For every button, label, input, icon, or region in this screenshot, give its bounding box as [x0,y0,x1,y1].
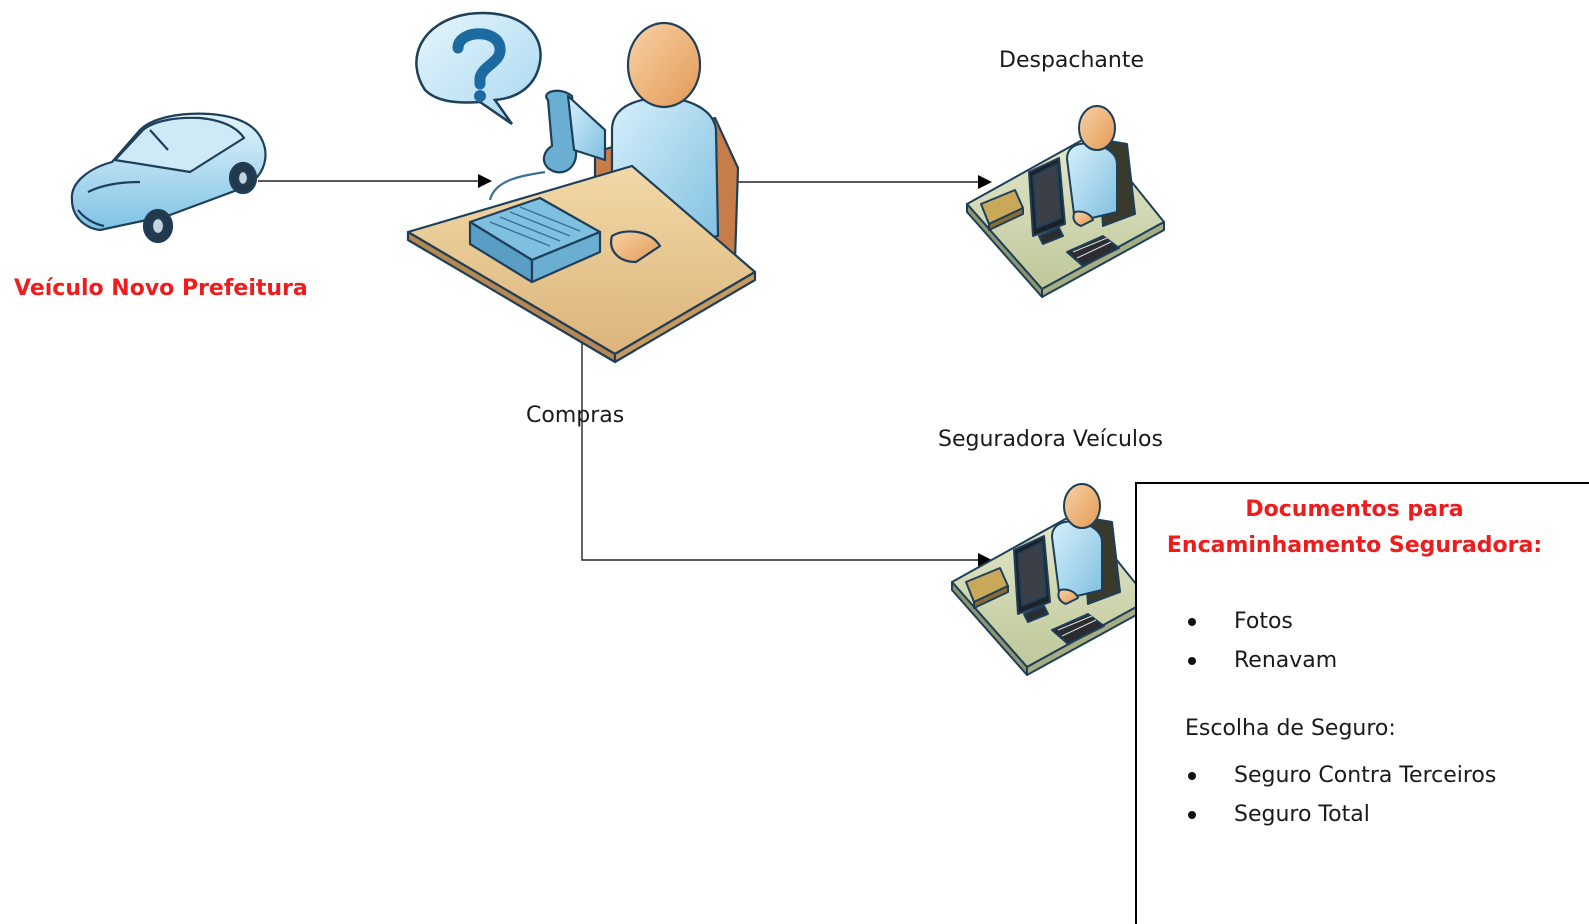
connector-purchases-insurer [581,338,978,561]
insurance-options-list: Seguro Contra Terceiros Seguro Total [1182,756,1496,834]
question-bubble-icon [415,11,542,126]
list-item: Seguro Total [1182,795,1496,834]
car-label: Veículo Novo Prefeitura [14,276,308,301]
documents-title: Documentos para Encaminhamento Segurador… [1166,497,1543,558]
dispatcher-label: Despachante [999,48,1145,73]
list-item: Fotos [1182,602,1337,641]
list-item: Renavam [1182,641,1337,680]
purchases-label: Compras [526,403,625,428]
person-at-desk-icon [406,21,757,364]
workstation-icon [951,483,1150,676]
insurer-label: Seguradora Veículos [938,427,1163,452]
insurance-choice-heading: Escolha de Seguro: [1185,716,1396,741]
connectors [258,174,992,567]
workstation-icon [966,105,1165,298]
arrow-head-icon [978,175,992,189]
documents-list: Fotos Renavam [1182,602,1337,680]
arrow-head-icon [978,553,992,567]
documents-panel: Documentos para Encaminhamento Segurador… [1135,482,1589,924]
list-item: Seguro Contra Terceiros [1182,756,1496,795]
arrow-head-icon [478,174,492,188]
car-icon [70,112,267,244]
